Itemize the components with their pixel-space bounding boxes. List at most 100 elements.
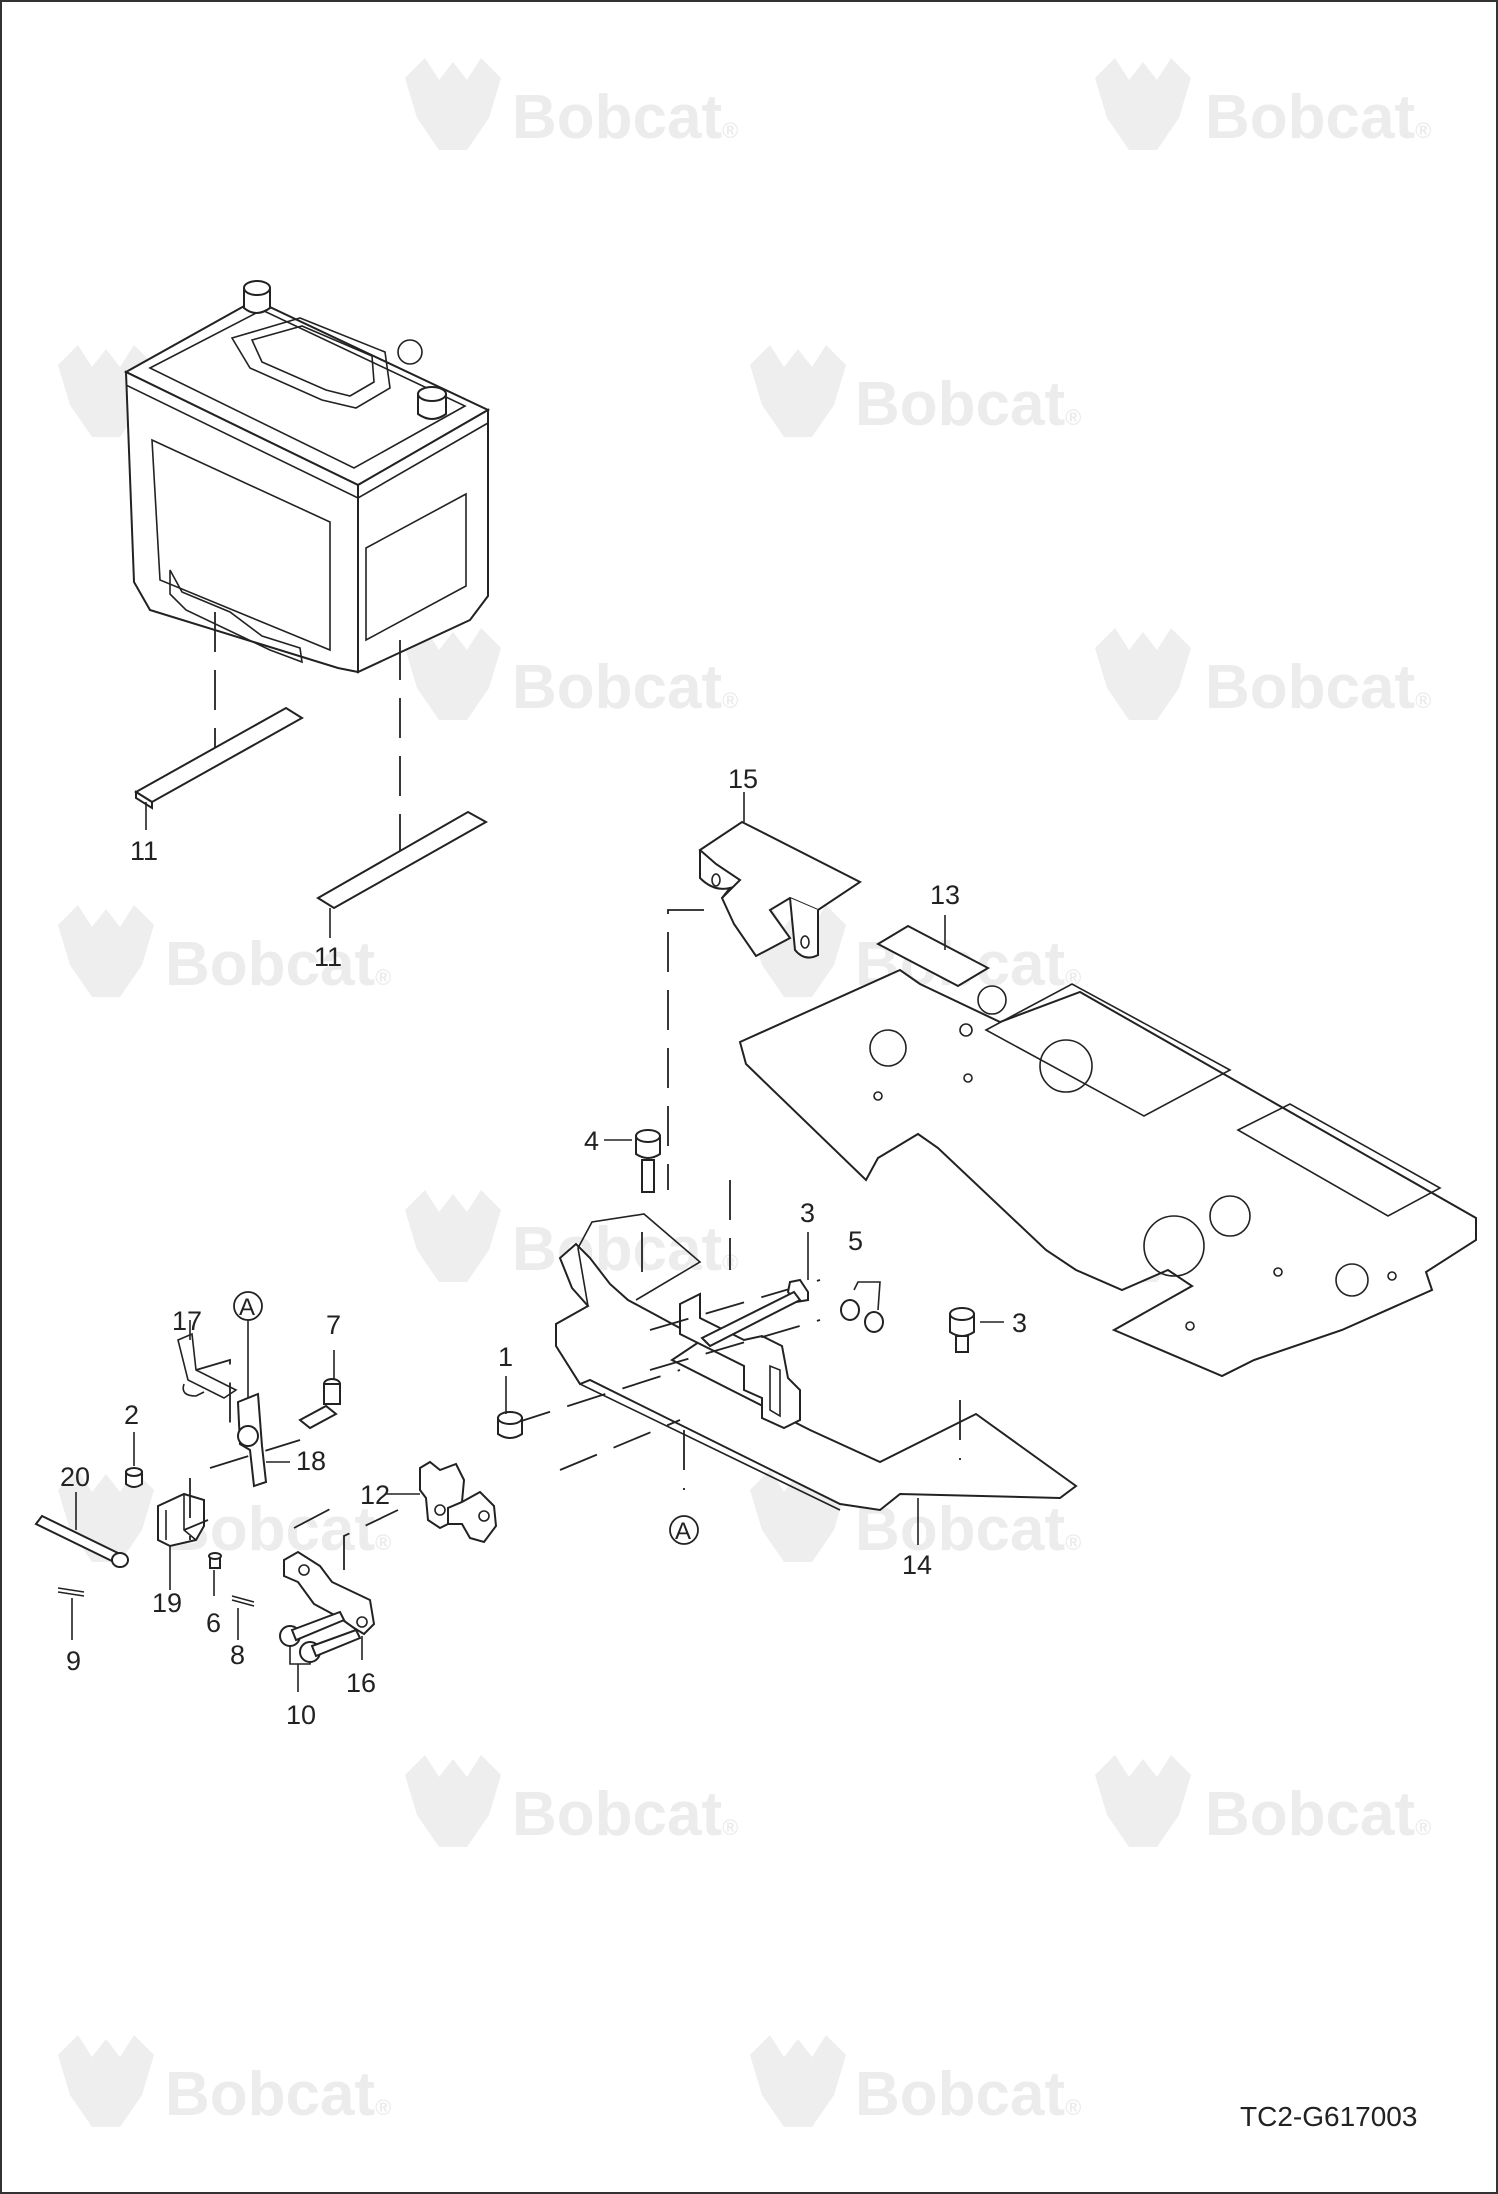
watermark-mark: ® <box>375 1530 391 1555</box>
callout-16: 16 <box>346 1668 376 1698</box>
pin-7 <box>298 1378 341 1430</box>
pad-11 <box>316 810 489 910</box>
mount-plate-14 <box>555 1213 1078 1512</box>
callout-15: 15 <box>728 764 758 794</box>
watermark-brand: Bobcat <box>1205 1780 1415 1849</box>
watermark: Bobcat® <box>750 2035 1081 2129</box>
watermark-brand: Bobcat <box>512 653 722 722</box>
view-marker-a: A <box>669 1515 699 1545</box>
assembly-line <box>183 1519 209 1531</box>
watermark-mark: ® <box>722 1815 738 1840</box>
watermark: Bobcat® <box>58 2035 391 2129</box>
watermark-mark: ® <box>722 118 738 143</box>
svg-text:Bobcat®: Bobcat® <box>512 1215 738 1284</box>
svg-text:Bobcat®: Bobcat® <box>512 653 738 722</box>
svg-text:Bobcat®: Bobcat® <box>855 2060 1081 2129</box>
bolt-3 <box>949 1307 975 1353</box>
assembly-line <box>649 1319 821 1371</box>
pin-6 <box>208 1552 222 1569</box>
svg-text:Bobcat®: Bobcat® <box>512 83 738 152</box>
cotter-pin-8 <box>231 1595 255 1607</box>
callout-17: 17 <box>172 1306 202 1336</box>
svg-text:Bobcat®: Bobcat® <box>1205 653 1431 722</box>
hinge-19 <box>157 1492 205 1548</box>
callout-14: 14 <box>902 1550 932 1580</box>
base-plate <box>738 968 1477 1378</box>
watermark-mark: ® <box>375 965 391 990</box>
leader-line <box>289 1646 311 1665</box>
view-marker-label: A <box>239 1294 255 1321</box>
drawing-number: TC2-G617003 <box>1240 2101 1417 2132</box>
bolt-3 <box>700 1278 809 1348</box>
watermark-brand: Bobcat <box>165 930 375 999</box>
callout-19: 19 <box>152 1588 182 1618</box>
watermark-brand: Bobcat <box>512 83 722 152</box>
callout-9: 9 <box>66 1646 81 1676</box>
callout-5: 5 <box>848 1226 863 1256</box>
callout-8: 8 <box>230 1640 245 1670</box>
view-marker-label: A <box>675 1518 691 1545</box>
watermark-mark: ® <box>1065 965 1081 990</box>
bolt-2 <box>125 1467 143 1488</box>
watermark-brand: Bobcat <box>1205 653 1415 722</box>
watermark: Bobcat® <box>405 58 738 152</box>
assembly-line <box>293 1507 333 1529</box>
watermark-mark: ® <box>722 688 738 713</box>
callout-3: 3 <box>1012 1308 1027 1338</box>
leader-line <box>853 1281 881 1311</box>
watermark-brand: Bobcat <box>855 2060 1065 2129</box>
assembly-line <box>559 1419 681 1471</box>
watermark-mark: ® <box>1415 688 1431 713</box>
bolt-1 <box>497 1411 523 1439</box>
watermark-mark: ® <box>1065 2095 1081 2120</box>
callout-11: 11 <box>130 836 158 866</box>
assembly-line <box>511 1369 681 1425</box>
svg-text:Bobcat®: Bobcat® <box>855 1495 1081 1564</box>
watermark-mark: ® <box>1065 1530 1081 1555</box>
callout-20: 20 <box>60 1462 90 1492</box>
callout-13: 13 <box>930 880 960 910</box>
view-marker-a: A <box>233 1291 263 1321</box>
pad-11 <box>134 706 304 810</box>
callout-18: 18 <box>296 1446 326 1476</box>
callout-3: 3 <box>800 1198 815 1228</box>
latch-12 <box>419 1460 498 1544</box>
watermark: Bobcat® <box>750 1470 1081 1564</box>
watermark-mark: ® <box>1415 118 1431 143</box>
rod-17 <box>177 1332 238 1399</box>
watermark-brand: Bobcat <box>855 1495 1065 1564</box>
svg-text:Bobcat®: Bobcat® <box>512 1780 738 1849</box>
assembly-line <box>209 1439 301 1469</box>
cotter-pin-9 <box>57 1587 85 1597</box>
bracket-18 <box>236 1392 268 1488</box>
watermark: Bobcat® <box>405 1190 738 1284</box>
watermark: Bobcat® <box>58 905 391 999</box>
svg-text:Bobcat®: Bobcat® <box>1205 1780 1431 1849</box>
callout-10: 10 <box>286 1700 316 1730</box>
assembly-line <box>195 1358 231 1440</box>
watermark: Bobcat® <box>1095 1755 1431 1849</box>
callout-6: 6 <box>206 1608 221 1638</box>
assembly-line <box>343 1509 399 1570</box>
callout-2: 2 <box>124 1400 139 1430</box>
svg-text:Bobcat®: Bobcat® <box>165 930 391 999</box>
pad-13 <box>875 924 991 988</box>
plate-16 <box>283 1550 376 1636</box>
watermark: Bobcat® <box>405 1755 738 1849</box>
bolt-4 <box>635 1129 661 1193</box>
watermark: Bobcat® <box>405 628 738 722</box>
svg-text:Bobcat®: Bobcat® <box>855 370 1081 439</box>
battery <box>123 280 491 674</box>
pin-20 <box>34 1514 129 1568</box>
svg-text:Bobcat®: Bobcat® <box>1205 83 1431 152</box>
watermark-mark: ® <box>1065 405 1081 430</box>
callout-7: 7 <box>326 1310 341 1340</box>
watermark: Bobcat® <box>750 345 1081 439</box>
callout-12: 12 <box>360 1480 390 1510</box>
callout-11: 11 <box>314 942 342 972</box>
svg-text:Bobcat®: Bobcat® <box>165 2060 391 2129</box>
watermark-brand: Bobcat <box>512 1780 722 1849</box>
watermark: Bobcat® <box>1095 58 1431 152</box>
